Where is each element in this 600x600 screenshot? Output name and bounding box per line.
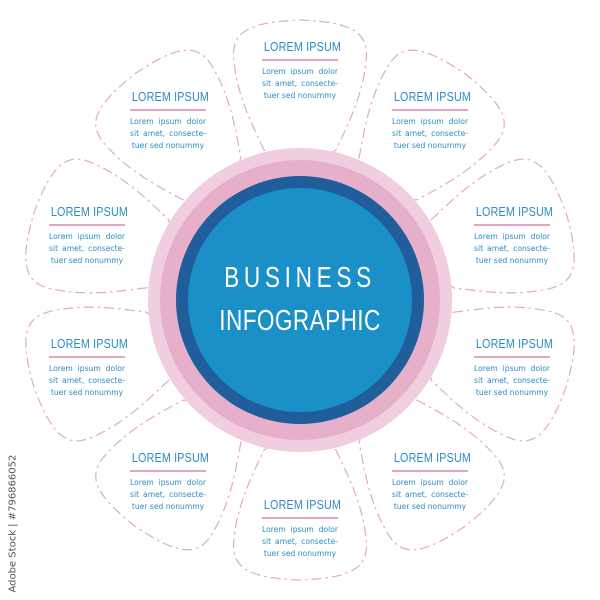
- info-block-bottom-left: LOREM IPSUM Lorem ipsum dolor sit amet, …: [126, 451, 210, 513]
- title-underline: [262, 517, 338, 519]
- block-title: LOREM IPSUM: [393, 451, 472, 465]
- block-body: Lorem ipsum dolor sit amet, consecte-tue…: [49, 364, 125, 397]
- block-body: Lorem ipsum dolor sit amet, consecte-tue…: [130, 117, 206, 150]
- info-block-left-lower: LOREM IPSUM Lorem ipsum dolor sit amet, …: [45, 337, 129, 399]
- block-body: Lorem ipsum dolor sit amet, consecte-tue…: [262, 525, 338, 558]
- title-underline: [49, 356, 125, 358]
- block-title: LOREM IPSUM: [263, 40, 342, 54]
- title-underline: [474, 224, 550, 226]
- block-body: Lorem ipsum dolor sit amet, consecte-tue…: [474, 364, 550, 397]
- info-block-left-upper: LOREM IPSUM Lorem ipsum dolor sit amet, …: [45, 205, 129, 267]
- title-underline: [392, 109, 468, 111]
- block-title: LOREM IPSUM: [50, 205, 129, 219]
- center-title-line1: BUSINESS: [224, 262, 376, 294]
- block-title: LOREM IPSUM: [475, 337, 554, 351]
- block-title: LOREM IPSUM: [131, 90, 210, 104]
- block-title: LOREM IPSUM: [393, 90, 472, 104]
- block-title: LOREM IPSUM: [50, 337, 129, 351]
- center-disc: [188, 188, 412, 412]
- block-body: Lorem ipsum dolor sit amet, consecte-tue…: [262, 67, 338, 100]
- info-block-right-upper: LOREM IPSUM Lorem ipsum dolor sit amet, …: [470, 205, 554, 267]
- title-underline: [474, 356, 550, 358]
- title-underline: [392, 470, 468, 472]
- info-block-top: LOREM IPSUM Lorem ipsum dolor sit amet, …: [258, 40, 342, 102]
- block-body: Lorem ipsum dolor sit amet, consecte-tue…: [392, 117, 468, 150]
- info-block-top-right: LOREM IPSUM Lorem ipsum dolor sit amet, …: [388, 90, 472, 152]
- info-block-bottom: LOREM IPSUM Lorem ipsum dolor sit amet, …: [258, 498, 342, 560]
- title-underline: [262, 59, 338, 61]
- block-body: Lorem ipsum dolor sit amet, consecte-tue…: [392, 478, 468, 511]
- block-body: Lorem ipsum dolor sit amet, consecte-tue…: [49, 232, 125, 265]
- stock-watermark-id: Adobe Stock | #796866052: [7, 454, 19, 593]
- title-underline: [49, 224, 125, 226]
- block-body: Lorem ipsum dolor sit amet, consecte-tue…: [474, 232, 550, 265]
- block-title: LOREM IPSUM: [263, 498, 342, 512]
- block-body: Lorem ipsum dolor sit amet, consecte-tue…: [130, 478, 206, 511]
- center-title-line2: INFOGRAPHIC: [219, 305, 381, 337]
- block-title: LOREM IPSUM: [475, 205, 554, 219]
- block-title: LOREM IPSUM: [131, 451, 210, 465]
- info-block-bottom-right: LOREM IPSUM Lorem ipsum dolor sit amet, …: [388, 451, 472, 513]
- title-underline: [130, 109, 206, 111]
- title-underline: [130, 470, 206, 472]
- info-block-top-left: LOREM IPSUM Lorem ipsum dolor sit amet, …: [126, 90, 210, 152]
- info-block-right-lower: LOREM IPSUM Lorem ipsum dolor sit amet, …: [470, 337, 554, 399]
